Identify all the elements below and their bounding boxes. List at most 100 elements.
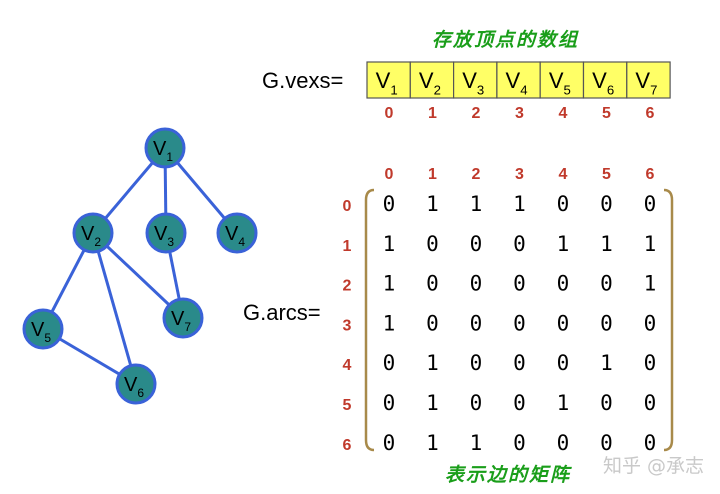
vertex-letter: V [635, 68, 650, 93]
vexs-cell: V4 [496, 61, 541, 99]
matrix-cell: 0 [383, 431, 396, 455]
matrix-cell: 0 [513, 431, 526, 455]
vertex-letter: V [376, 68, 391, 93]
matrix-cell: 0 [383, 391, 396, 415]
matrix-row-index: 3 [343, 317, 352, 334]
node-circle [72, 212, 114, 254]
matrix-cell: 0 [383, 192, 396, 216]
graph-node: V7 [162, 297, 204, 339]
vertex-label: V1 [153, 138, 173, 164]
vertex-subscript: 1 [390, 83, 397, 98]
vertex-label: V1 [376, 68, 398, 98]
vertex-label: V5 [549, 68, 571, 98]
graph-node: V6 [115, 363, 157, 405]
graph-node: V3 [145, 212, 187, 254]
matrix-cell: 0 [600, 431, 613, 455]
vertex-letter: V [419, 68, 434, 93]
vertex-subscript: 6 [137, 386, 144, 400]
vexs-index: 2 [472, 105, 481, 122]
vertex-letter: V [153, 138, 167, 160]
matrix-col-index: 1 [428, 166, 437, 183]
matrix-col-index: 0 [385, 166, 394, 183]
matrix-cell: 0 [470, 232, 483, 256]
vexs-index: 4 [559, 105, 568, 122]
vertex-label: V6 [124, 374, 144, 400]
matrix-cell: 0 [644, 431, 657, 455]
graph-edges [41, 147, 239, 386]
matrix-cell: 1 [426, 431, 439, 455]
matrix-cell: 1 [513, 192, 526, 216]
vertex-letter: V [154, 223, 168, 245]
vertex-subscript: 5 [44, 331, 51, 345]
vertex-letter: V [171, 308, 185, 330]
graph-edge [91, 231, 185, 320]
matrix-cell: 0 [470, 311, 483, 335]
vexs-cell: V7 [626, 61, 671, 99]
graph-node: V5 [22, 308, 64, 350]
graph-node: V4 [216, 212, 258, 254]
matrix-cell: 0 [426, 232, 439, 256]
vertex-subscript: 3 [477, 83, 484, 98]
vertex-label: V2 [81, 223, 101, 249]
matrix-cell: 1 [426, 351, 439, 375]
vertex-label: V5 [31, 319, 51, 345]
vexs-index: 5 [602, 105, 611, 122]
vertex-subscript: 7 [184, 320, 191, 334]
node-circle [115, 363, 157, 405]
vertex-label: V2 [419, 68, 441, 98]
matrix-cell: 0 [470, 391, 483, 415]
matrix-cell: 0 [644, 311, 657, 335]
matrix-cell: 0 [644, 192, 657, 216]
matrix-cell: 0 [426, 272, 439, 296]
matrix-row-index: 1 [343, 238, 352, 255]
matrix-cell: 0 [557, 272, 570, 296]
matrix-cell: 0 [470, 351, 483, 375]
vertex-letter: V [124, 374, 138, 396]
matrix-cell: 0 [557, 192, 570, 216]
matrix-cell: 1 [470, 431, 483, 455]
arcs-label: G.arcs= [243, 300, 321, 325]
node-circle [145, 212, 187, 254]
matrix-cell: 1 [600, 351, 613, 375]
graph-edge [91, 232, 138, 385]
vertex-subscript: 3 [167, 235, 174, 249]
vexs-cell-box [496, 61, 541, 99]
matrix-col-index: 2 [472, 166, 481, 183]
vexs-cell-box [539, 61, 585, 99]
matrix-cell: 0 [513, 391, 526, 415]
matrix-col-index: 3 [515, 166, 524, 183]
matrix-cell: 0 [600, 272, 613, 296]
vertex-letter: V [592, 68, 607, 93]
vertex-letter: V [506, 68, 521, 93]
matrix-row-index: 5 [343, 397, 352, 414]
vertex-subscript: 4 [520, 83, 527, 98]
vexs-caption: 存放顶点的数组 [432, 29, 580, 51]
matrix-row-index: 6 [343, 437, 352, 454]
vertex-subscript: 1 [166, 150, 173, 164]
vexs-index: 1 [428, 105, 437, 122]
vertex-letter: V [225, 223, 239, 245]
matrix-cell: 0 [557, 351, 570, 375]
matrix-cell: 1 [383, 232, 396, 256]
matrix-cell: 0 [513, 351, 526, 375]
vexs-index: 6 [646, 105, 655, 122]
vexs-index: 3 [515, 105, 524, 122]
matrix-brackets [364, 188, 674, 452]
matrix-cell: 1 [557, 232, 570, 256]
vertex-label: V7 [171, 308, 191, 334]
vertex-letter: V [31, 319, 45, 341]
graph-node: V1 [144, 127, 186, 169]
vertex-subscript: 2 [94, 235, 101, 249]
arcs-caption: 表示边的矩阵 [445, 464, 572, 486]
vertex-letter: V [462, 68, 477, 93]
vexs-cell-box [366, 61, 411, 99]
matrix-col-index: 4 [559, 166, 568, 183]
matrix-col-index: 5 [602, 166, 611, 183]
vexs-cell-box [409, 61, 455, 99]
matrix-cell: 0 [513, 311, 526, 335]
vertex-label: V3 [154, 223, 174, 249]
